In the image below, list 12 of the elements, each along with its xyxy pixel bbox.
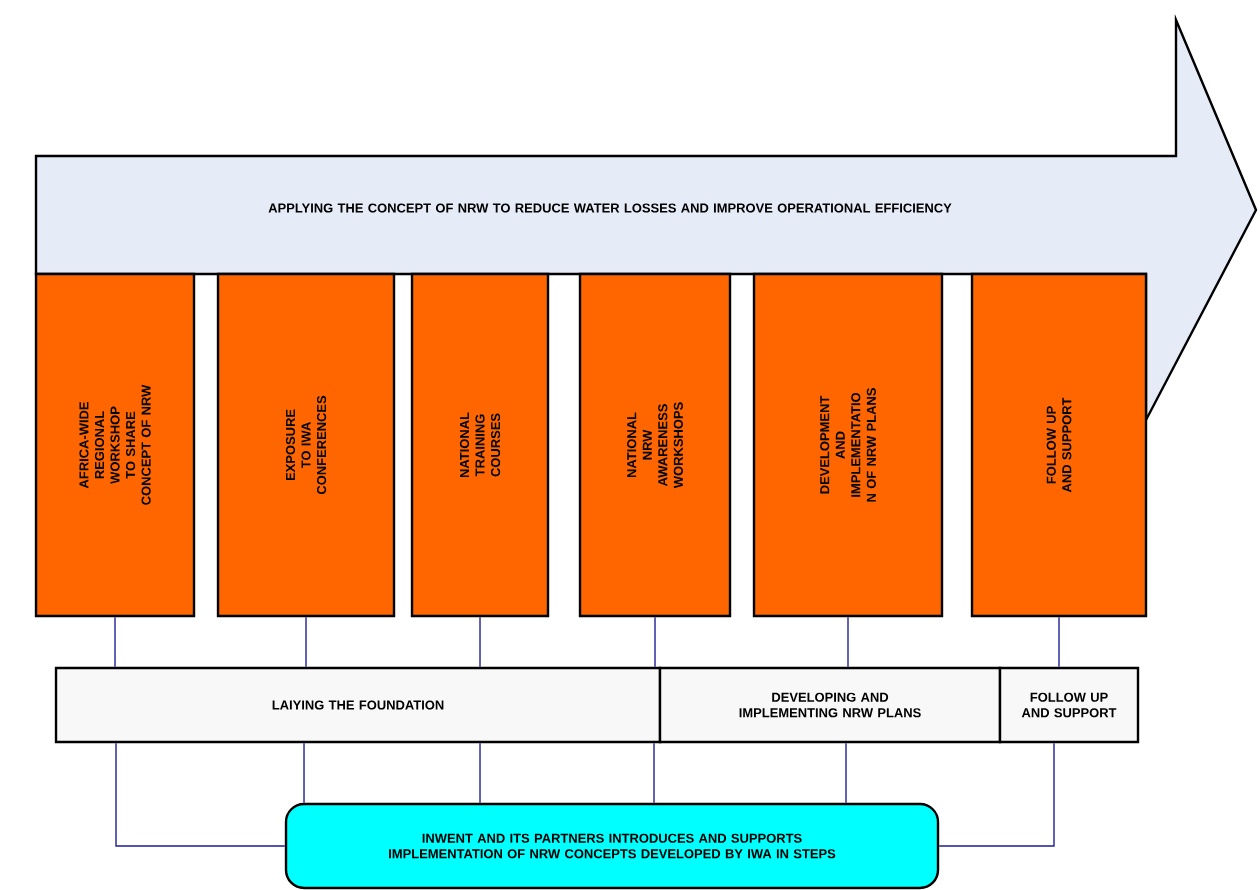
connector-line [1058,616,1060,668]
connector-line [114,616,116,668]
connector-line [479,742,481,804]
connector-line [654,616,656,668]
connector-line [847,616,849,668]
connector-line [653,742,655,804]
connector-line [479,616,481,668]
connector-line [938,742,1055,847]
connector-line [303,742,305,804]
connector-line [305,616,307,668]
connector-line [115,742,286,847]
connector-line [845,742,847,804]
